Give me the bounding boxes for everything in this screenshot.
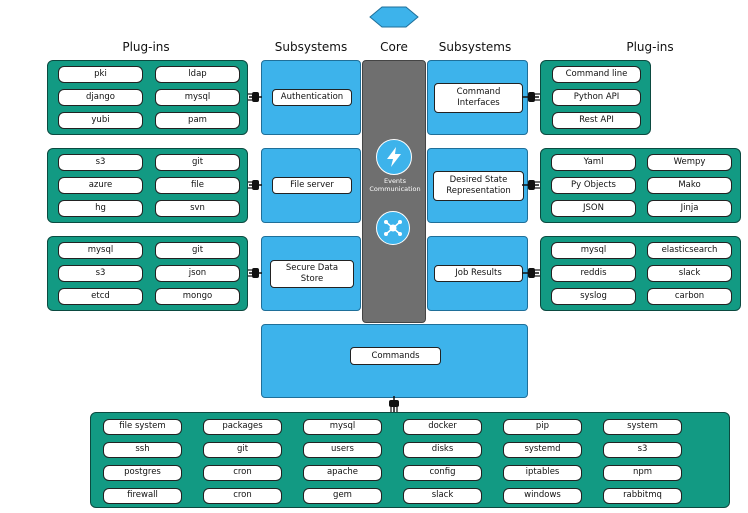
plugin-pill[interactable]: elasticsearch (647, 242, 732, 259)
plugin-pill[interactable]: cron (203, 488, 282, 504)
plugin-group-auth: pki ldap django mysql yubi pam (47, 60, 248, 135)
plugin-group-commands: file system packages mysql docker pip sy… (90, 412, 730, 508)
plugin-pill[interactable]: Yaml (551, 154, 636, 171)
plugin-pill[interactable]: gem (303, 488, 382, 504)
plugin-pill[interactable]: rabbitmq (603, 488, 682, 504)
plugin-pill[interactable]: s3 (603, 442, 682, 458)
plugin-pill[interactable]: file system (103, 419, 182, 435)
plugin-pill[interactable]: hg (58, 200, 143, 217)
plugin-pill[interactable]: iptables (503, 465, 582, 481)
secure-data-store-box[interactable]: Secure Data Store (270, 260, 354, 288)
authentication-box[interactable]: Authentication (272, 89, 352, 106)
plugin-pill[interactable]: git (155, 242, 240, 259)
plugin-pill[interactable]: mysql (58, 242, 143, 259)
plugin-pill[interactable]: Wempy (647, 154, 732, 171)
plugin-pill[interactable]: s3 (58, 154, 143, 171)
events-communication-label: Events Communication (369, 177, 421, 193)
plugin-pill[interactable]: mysql (155, 89, 240, 106)
plugin-pill[interactable]: packages (203, 419, 282, 435)
subsystem-desired-state: Desired State Representation (427, 148, 528, 223)
plugin-group-datastore: mysql git s3 json etcd mongo (47, 236, 248, 311)
desired-state-box[interactable]: Desired State Representation (433, 171, 524, 201)
plugin-pill[interactable]: git (155, 154, 240, 171)
subsystem-command-interfaces: Command Interfaces (427, 60, 528, 135)
plugin-group-command-interfaces: Command line Python API Rest API (540, 60, 651, 135)
plug-icon (389, 396, 399, 412)
plugin-pill[interactable]: pip (503, 419, 582, 435)
subsystem-secure-data-store: Secure Data Store (261, 236, 361, 311)
plug-icon (248, 92, 262, 102)
plugin-pill[interactable]: Jinja (647, 200, 732, 217)
plugin-pill[interactable]: mongo (155, 288, 240, 305)
file-server-box[interactable]: File server (272, 177, 352, 194)
plugin-pill[interactable]: Py Objects (551, 177, 636, 194)
subsystem-authentication: Authentication (261, 60, 361, 135)
subsystem-commands: Commands (261, 324, 528, 398)
plugin-pill[interactable]: Python API (552, 89, 641, 106)
plugin-pill[interactable]: reddis (551, 265, 636, 282)
lightning-icon (376, 139, 412, 175)
plugin-pill[interactable]: npm (603, 465, 682, 481)
plugin-pill[interactable]: docker (403, 419, 482, 435)
plugin-pill[interactable]: etcd (58, 288, 143, 305)
plugin-pill[interactable]: Mako (647, 177, 732, 194)
plugin-pill[interactable]: config (403, 465, 482, 481)
plugin-pill[interactable]: ldap (155, 66, 240, 83)
core-bus: Events Communication (362, 60, 426, 323)
subsystem-job-results: Job Results (427, 236, 528, 311)
commands-box[interactable]: Commands (350, 347, 441, 365)
plug-icon (248, 180, 262, 190)
header-plugins-right: Plug-ins (626, 40, 674, 54)
plugin-group-desired-state: Yaml Wempy Py Objects Mako JSON Jinja (540, 148, 741, 223)
plugin-pill[interactable]: file (155, 177, 240, 194)
plugin-pill[interactable]: yubi (58, 112, 143, 129)
network-hub-icon (376, 211, 410, 245)
subsystem-file-server: File server (261, 148, 361, 223)
plugin-pill[interactable]: azure (58, 177, 143, 194)
plugin-pill[interactable]: systemd (503, 442, 582, 458)
plugin-pill[interactable]: syslog (551, 288, 636, 305)
plugin-pill[interactable]: Rest API (552, 112, 641, 129)
plugin-pill[interactable]: postgres (103, 465, 182, 481)
plugin-pill[interactable]: django (58, 89, 143, 106)
plugin-pill[interactable]: ssh (103, 442, 182, 458)
plugin-pill[interactable]: pam (155, 112, 240, 129)
plugin-pill[interactable]: slack (403, 488, 482, 504)
header-core: Core (380, 40, 408, 54)
plugin-pill[interactable]: users (303, 442, 382, 458)
plugin-group-job-results: mysql elasticsearch reddis slack syslog … (540, 236, 741, 311)
plugin-pill[interactable]: git (203, 442, 282, 458)
plugin-pill[interactable]: system (603, 419, 682, 435)
logo-diamond-icon (369, 6, 419, 28)
command-interfaces-box[interactable]: Command Interfaces (434, 83, 523, 113)
header-subsystems-right: Subsystems (438, 40, 512, 54)
plugin-group-fileserver: s3 git azure file hg svn (47, 148, 248, 223)
plugin-pill[interactable]: pki (58, 66, 143, 83)
plugin-pill[interactable]: disks (403, 442, 482, 458)
plug-icon (248, 268, 262, 278)
plugin-pill[interactable]: firewall (103, 488, 182, 504)
plugin-pill[interactable]: slack (647, 265, 732, 282)
job-results-box[interactable]: Job Results (434, 265, 523, 282)
plugin-pill[interactable]: json (155, 265, 240, 282)
plugin-pill[interactable]: s3 (58, 265, 143, 282)
plugin-pill[interactable]: apache (303, 465, 382, 481)
plugin-pill[interactable]: svn (155, 200, 240, 217)
header-plugins-left: Plug-ins (122, 40, 170, 54)
plugin-pill[interactable]: carbon (647, 288, 732, 305)
plugin-pill[interactable]: mysql (303, 419, 382, 435)
plugin-pill[interactable]: JSON (551, 200, 636, 217)
plugin-pill[interactable]: windows (503, 488, 582, 504)
plugin-pill[interactable]: cron (203, 465, 282, 481)
plugin-pill[interactable]: mysql (551, 242, 636, 259)
plugin-pill[interactable]: Command line (552, 66, 641, 83)
header-subsystems-left: Subsystems (274, 40, 348, 54)
